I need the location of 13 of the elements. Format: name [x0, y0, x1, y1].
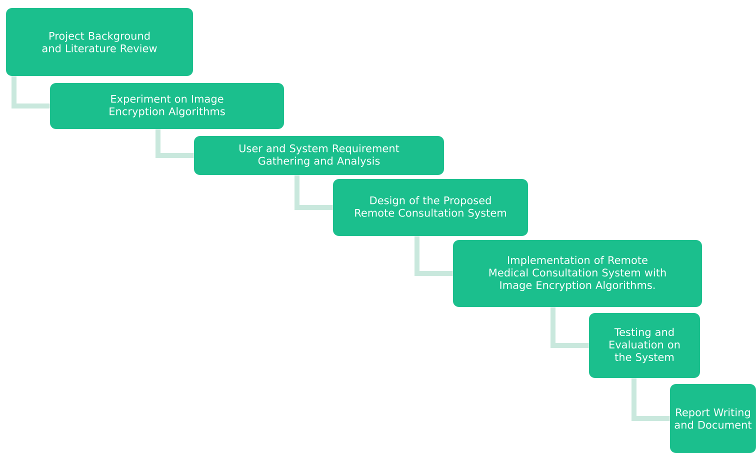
connector	[12, 76, 50, 108]
connector	[414, 236, 453, 276]
process-box: Report Writing and Document	[670, 384, 756, 453]
process-box: Project Background and Literature Review	[6, 8, 193, 76]
process-box: User and System Requirement Gathering and Analysis	[194, 136, 444, 175]
connector	[294, 175, 333, 210]
process-box: Testing and Evaluation on the System	[589, 313, 700, 378]
process-box: Design of the Proposed Remote Consultation System	[333, 179, 528, 236]
process-box: Implementation of Remote Medical Consultation System with Image Encryption Algorithms.	[453, 240, 702, 307]
connector	[550, 307, 589, 348]
connector	[156, 129, 194, 158]
process-box: Experiment on Image Encryption Algorithms	[50, 83, 284, 129]
connector	[632, 378, 670, 421]
